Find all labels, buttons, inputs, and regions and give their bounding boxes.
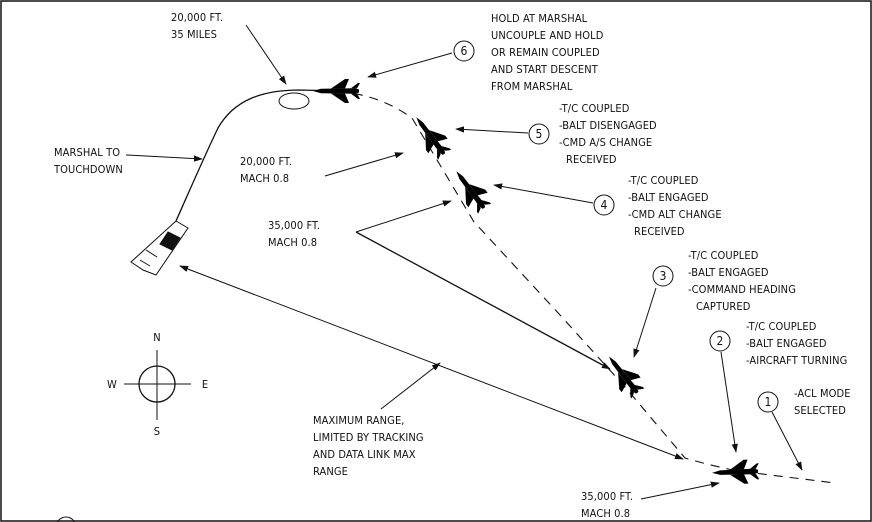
aircraft-carrier [130, 220, 189, 276]
label-35k-a-line1: 35,000 FT. [268, 219, 320, 232]
label-step5-line3: -CMD A/S CHANGE [559, 136, 652, 149]
leader-6 [367, 52, 453, 78]
marshal-to-touchdown-path [175, 89, 339, 222]
label-range-line3: AND DATA LINK MAX [313, 448, 416, 461]
step-marker-5: 5 [528, 123, 550, 145]
leader-20k-35mi [245, 24, 287, 85]
label-step5-line2: -BALT DISENGAGED [559, 119, 657, 132]
label-step5-line4: RECEIVED [566, 153, 617, 166]
aircraft-icon-5 [406, 110, 455, 162]
label-step4-line1: -T/C COUPLED [628, 174, 699, 187]
label-step3-line1: -T/C COUPLED [688, 249, 759, 262]
label-step1-line1: -ACL MODE [794, 387, 851, 400]
label-step6-line2: UNCOUPLE AND HOLD [491, 29, 604, 42]
label-20k-m08-line1: 20,000 FT. [240, 155, 292, 168]
leader-4 [493, 183, 594, 204]
label-20k-35mi-line1: 20,000 FT. [171, 11, 223, 24]
compass-e: E [202, 378, 208, 391]
leader-marshal [125, 154, 203, 162]
leader-2 [720, 351, 738, 453]
compass-w: W [107, 378, 117, 391]
label-step3-line3: -COMMAND HEADING [688, 283, 796, 296]
label-step5-line1: -T/C COUPLED [559, 102, 630, 115]
label-step6-line5: FROM MARSHAL [491, 80, 573, 93]
aircraft-icon-4 [446, 164, 495, 216]
svg-text:1: 1 [63, 520, 70, 522]
svg-text:4: 4 [601, 198, 608, 212]
label-35k-b-line1: 35,000 FT. [581, 490, 633, 503]
label-step4-line3: -CMD ALT CHANGE [628, 208, 722, 221]
label-range-line2: LIMITED BY TRACKING [313, 431, 424, 444]
maximum-range-arrow [179, 265, 684, 460]
compass-s: S [154, 425, 160, 438]
step-marker-2: 2 [709, 330, 731, 352]
leader-20k-m08 [324, 152, 404, 177]
label-step2-line1: -T/C COUPLED [746, 320, 817, 333]
step-marker-3: 3 [652, 265, 674, 287]
label-step3-line2: -BALT ENGAGED [688, 266, 769, 279]
leader-35k-b [640, 481, 720, 500]
leader-range [380, 362, 441, 410]
label-range-line1: MAXIMUM RANGE, [313, 414, 405, 427]
step-marker-partial: 1 [56, 516, 76, 522]
label-step2-line2: -BALT ENGAGED [746, 337, 827, 350]
label-marshal-line1: MARSHAL TO [54, 146, 120, 159]
svg-text:6: 6 [461, 44, 468, 58]
leader-5 [455, 126, 529, 134]
label-step2-line3: -AIRCRAFT TURNING [746, 354, 847, 367]
step-marker-6: 6 [453, 40, 475, 62]
aircraft-icon-6 [313, 79, 360, 103]
label-step6-line3: OR REMAIN COUPLED [491, 46, 600, 59]
label-step1-line2: SELECTED [794, 404, 846, 417]
label-step4-line4: RECEIVED [634, 225, 685, 238]
leader-35k-a-up [355, 200, 452, 233]
step-marker-1: 1 [757, 391, 779, 413]
svg-text:5: 5 [536, 127, 543, 141]
step-marker-4: 4 [593, 194, 615, 216]
label-step4-line2: -BALT ENGAGED [628, 191, 709, 204]
leader-1 [771, 411, 803, 471]
label-20k-m08-line2: MACH 0.8 [240, 172, 289, 185]
aircraft-icon-2 [711, 459, 760, 485]
svg-text:2: 2 [717, 334, 724, 348]
marshal-holding-pattern [278, 92, 310, 110]
label-step3-line4: CAPTURED [696, 300, 751, 313]
leader-3 [633, 287, 657, 358]
aircraft-icon-3 [599, 349, 648, 401]
compass-rose: N S E W [107, 331, 208, 438]
label-35k-b-line2: MACH 0.8 [581, 507, 630, 520]
label-step6-line4: AND START DESCENT [491, 63, 599, 76]
label-marshal-line2: TOUCHDOWN [53, 163, 123, 176]
label-step6-line1: HOLD AT MARSHAL [491, 12, 588, 25]
label-range-line4: RANGE [313, 465, 348, 478]
compass-n: N [153, 331, 161, 344]
svg-text:1: 1 [765, 395, 772, 409]
svg-text:3: 3 [660, 269, 667, 283]
label-35k-a-line2: MACH 0.8 [268, 236, 317, 249]
label-20k-35mi-line2: 35 MILES [171, 28, 217, 41]
